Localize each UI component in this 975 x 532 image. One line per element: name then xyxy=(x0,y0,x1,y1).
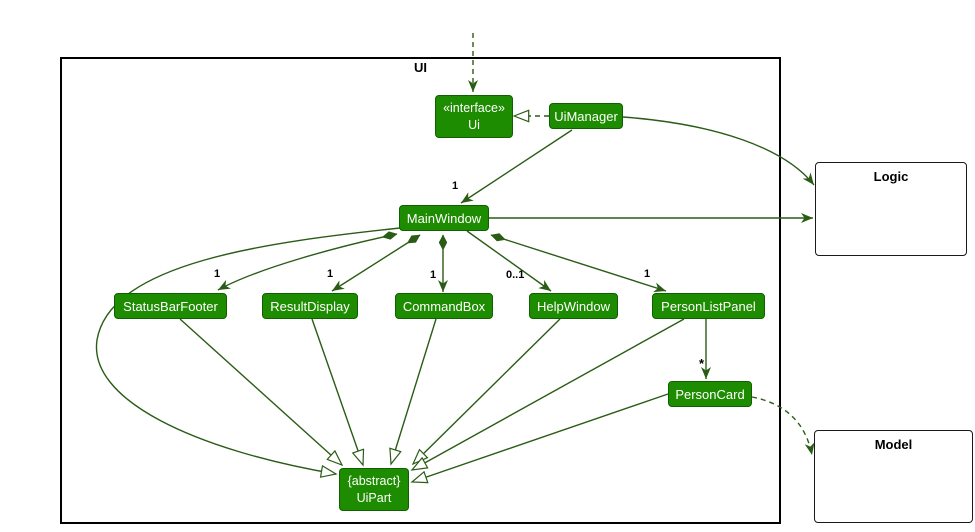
statusbarfooter-name: StatusBarFooter xyxy=(123,298,218,314)
class-statusbarfooter: StatusBarFooter xyxy=(114,293,227,319)
component-model: Model xyxy=(814,430,973,523)
class-helpwindow: HelpWindow xyxy=(529,293,618,319)
personlistpanel-name: PersonListPanel xyxy=(661,298,756,314)
logic-title: Logic xyxy=(873,169,909,184)
class-ui-interface: «interface» Ui xyxy=(435,95,513,138)
edge-resultdisplay-extends-uipart xyxy=(311,318,363,465)
class-commandbox: CommandBox xyxy=(395,293,493,319)
uimanager-name: UiManager xyxy=(554,108,618,124)
multiplicity-resultdisplay: 1 xyxy=(327,268,334,280)
edge-mainwindow-personlistpanel xyxy=(490,233,667,293)
multiplicity-statusbarfooter: 1 xyxy=(214,268,221,280)
class-uimanager: UiManager xyxy=(549,103,623,129)
class-personlistpanel: PersonListPanel xyxy=(652,293,765,319)
edge-mainwindow-helpwindow xyxy=(466,230,552,292)
helpwindow-name: HelpWindow xyxy=(537,298,610,314)
multiplicity-mainwindow: 1 xyxy=(452,180,459,192)
edge-mainwindow-resultdisplay xyxy=(331,234,421,292)
edge-helpwindow-extends-uipart xyxy=(413,318,561,464)
mainwindow-name: MainWindow xyxy=(406,210,482,226)
class-resultdisplay: ResultDisplay xyxy=(262,293,358,319)
edge-personcard-to-model xyxy=(751,396,815,456)
multiplicity-commandbox: 1 xyxy=(430,269,437,281)
edge-uimanager-to-mainwindow xyxy=(460,129,573,204)
uipart-name: UiPart xyxy=(356,490,392,505)
edge-personlistpanel-extends-uipart xyxy=(412,318,685,470)
personcard-name: PersonCard xyxy=(675,386,745,402)
edge-personcard-extends-uipart xyxy=(412,393,669,482)
class-personcard: PersonCard xyxy=(668,381,752,407)
edge-mainwindow-statusbarfooter xyxy=(217,231,398,291)
multiplicity-personcard: * xyxy=(699,356,705,371)
edge-mainwindow-extends-uipart xyxy=(95,227,401,474)
resultdisplay-name: ResultDisplay xyxy=(270,298,350,314)
ui-interface-name: Ui xyxy=(468,117,480,132)
ui-interface-stereotype: «interface» xyxy=(443,101,505,116)
component-logic: Logic xyxy=(815,162,967,256)
uipart-stereotype: {abstract} xyxy=(347,474,401,489)
commandbox-name: CommandBox xyxy=(402,298,486,314)
edge-uimanager-to-logic xyxy=(622,116,815,186)
ui-package-label: UI xyxy=(414,60,427,75)
class-uipart: {abstract} UiPart xyxy=(339,468,409,511)
multiplicity-helpwindow: 0..1 xyxy=(506,269,525,281)
model-title: Model xyxy=(874,437,913,452)
ui-package-frame xyxy=(60,57,781,524)
edge-statusbarfooter-extends-uipart xyxy=(179,318,342,465)
class-mainwindow: MainWindow xyxy=(399,205,489,231)
multiplicity-personlistpanel: 1 xyxy=(644,268,651,280)
edge-commandbox-extends-uipart xyxy=(391,318,437,464)
